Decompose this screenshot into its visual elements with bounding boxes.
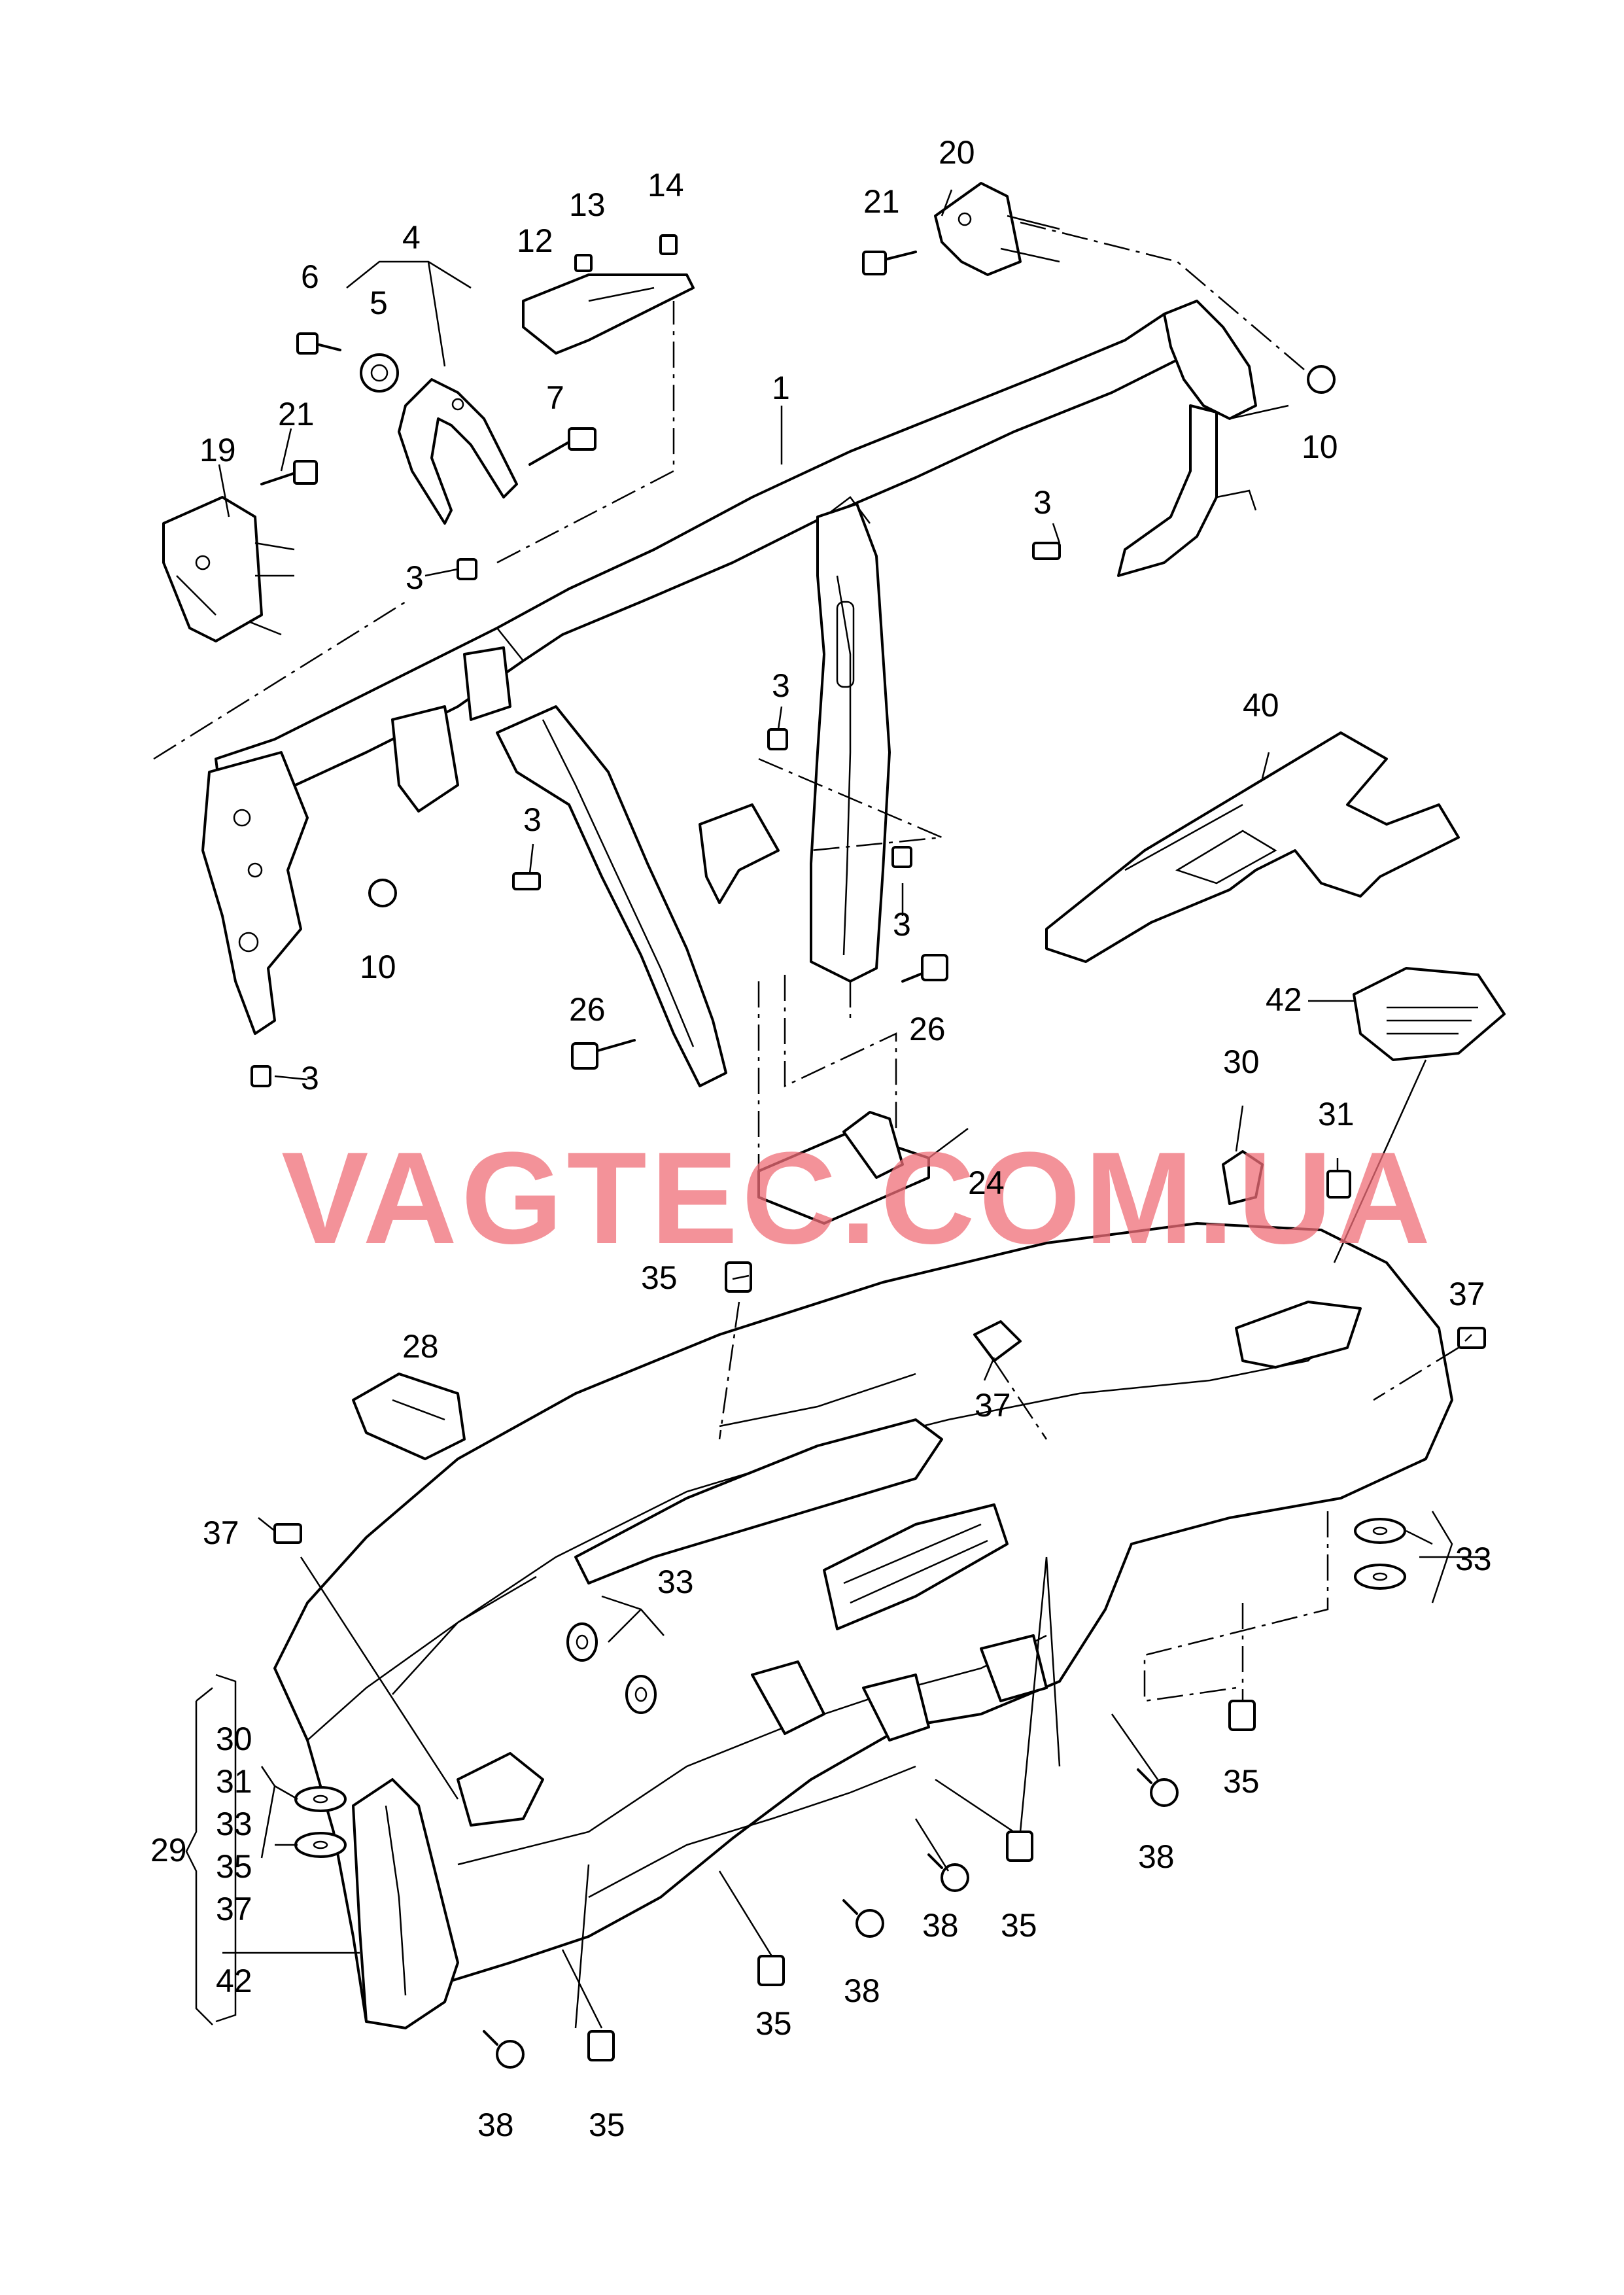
callout-35d: 35 — [755, 2005, 792, 2042]
callout-labels: 1 3 3 3 3 3 3 4 5 6 7 10 10 12 13 14 19 … — [199, 134, 1492, 2143]
callout-35e: 35 — [589, 2107, 625, 2143]
callout-5: 5 — [370, 285, 388, 321]
support-strap — [398, 378, 518, 525]
callout-10b: 10 — [1302, 429, 1338, 465]
callout-12: 12 — [517, 222, 553, 259]
callout-37c: 37 — [1449, 1276, 1485, 1312]
callout-31: 31 — [1318, 1096, 1355, 1132]
callout-35b: 35 — [1223, 1763, 1260, 1800]
callout-24: 24 — [968, 1165, 1005, 1201]
callout-26a: 26 — [569, 991, 606, 1028]
callout-38d: 38 — [477, 2107, 514, 2143]
callout-3c: 3 — [772, 667, 790, 704]
left-mounting-bracket — [162, 496, 295, 642]
kit-group-29: 29 30 31 33 35 37 42 — [150, 1687, 252, 2025]
kit-item-30: 30 — [216, 1721, 252, 1757]
callout-33a: 33 — [657, 1564, 694, 1600]
callout-3e: 3 — [893, 906, 911, 943]
kit-item-33: 33 — [216, 1806, 252, 1842]
callout-13: 13 — [569, 186, 606, 223]
callout-28: 28 — [402, 1328, 439, 1365]
callout-42: 42 — [1266, 981, 1302, 1018]
callout-3d: 3 — [523, 801, 542, 838]
callout-14: 14 — [648, 167, 684, 203]
callout-1: 1 — [772, 370, 790, 406]
watermark-text: VAGTEC.COM.UA — [281, 1125, 1434, 1271]
callout-3a: 3 — [406, 559, 424, 596]
callout-20: 20 — [939, 134, 975, 171]
dashboard-panel — [273, 1222, 1453, 2029]
callout-35c: 35 — [1001, 1907, 1037, 1944]
kit-item-37: 37 — [216, 1891, 252, 1927]
bolts-upper — [260, 234, 1336, 1070]
callout-7: 7 — [546, 379, 564, 416]
kit-group-brace — [185, 1687, 213, 2025]
insulation-pad — [1045, 731, 1460, 963]
air-vent — [1353, 967, 1506, 1061]
kit-group-label: 29 — [150, 1832, 187, 1868]
callout-38a: 38 — [1138, 1838, 1175, 1875]
callout-30: 30 — [1223, 1043, 1260, 1080]
callout-21a: 21 — [278, 396, 315, 432]
callout-10a: 10 — [360, 949, 396, 985]
dashboard-cross-member — [201, 300, 1289, 1087]
kit-item-31: 31 — [216, 1763, 252, 1800]
callout-19: 19 — [199, 432, 236, 468]
fasteners-lower — [273, 1150, 1486, 2069]
clips — [251, 542, 1061, 1087]
lower-bracket — [757, 1111, 930, 1225]
kit-item-35: 35 — [216, 1848, 252, 1885]
callout-26b: 26 — [909, 1011, 946, 1047]
leader-lines — [153, 189, 1485, 2029]
callout-35a: 35 — [641, 1259, 678, 1296]
kit-item-42: 42 — [216, 1963, 252, 1999]
right-mounting-bracket — [934, 182, 1060, 276]
callout-38c: 38 — [844, 1972, 880, 2009]
callout-38b: 38 — [922, 1907, 959, 1944]
callout-21b: 21 — [863, 183, 900, 220]
callout-3f: 3 — [301, 1060, 319, 1096]
callout-37a: 37 — [203, 1515, 239, 1551]
callout-6: 6 — [301, 258, 319, 295]
callout-3b: 3 — [1033, 484, 1052, 521]
callout-40: 40 — [1243, 687, 1279, 724]
upper-bracket — [522, 273, 695, 355]
callout-37b: 37 — [975, 1387, 1011, 1424]
callout-33b: 33 — [1455, 1541, 1492, 1577]
callout-4: 4 — [402, 219, 421, 256]
